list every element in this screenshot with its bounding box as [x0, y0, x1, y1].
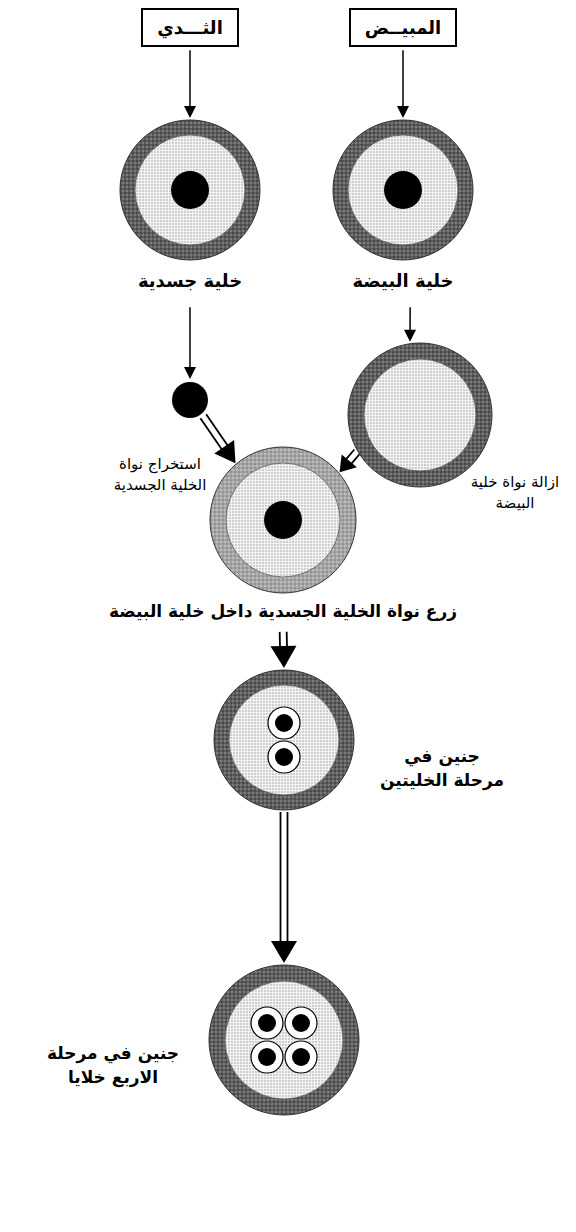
embryo-cell	[251, 1007, 283, 1039]
cell-membrane	[348, 343, 492, 487]
arrow	[397, 50, 409, 118]
cytoplasm	[135, 135, 245, 245]
nucleus	[171, 171, 209, 209]
arrow-head	[404, 330, 416, 342]
arrow-shaft	[189, 307, 191, 368]
arrow-head	[270, 646, 296, 668]
organ-box: الثـــدي	[141, 8, 239, 47]
arrow-head	[271, 941, 297, 963]
cell-node: زرع نواة الخلية الجسدية داخل خلية البيضة	[109, 445, 457, 624]
embryo-cell	[285, 1041, 317, 1073]
cell-node: جنين في مرحلة الخليتين	[212, 668, 507, 812]
arrow-shaft	[346, 449, 354, 459]
arrow-head	[184, 367, 196, 379]
arrow	[184, 50, 196, 118]
arrow-shaft	[286, 632, 288, 647]
cell-membrane	[120, 120, 260, 260]
arrow-head	[397, 106, 409, 118]
cell-membrane	[210, 447, 356, 593]
arrow-head	[214, 440, 235, 463]
nucleus	[275, 748, 293, 766]
cell-node: جنين في مرحلة الاربع خلايا	[43, 963, 361, 1117]
nucleus	[275, 714, 293, 732]
arrow-shaft	[409, 307, 411, 331]
arrow-shaft	[280, 812, 282, 942]
arrow-shaft	[189, 50, 191, 107]
cell-label: جنين في مرحلة الاربع خلايا	[43, 1042, 183, 1090]
cell-outline	[346, 341, 494, 489]
cell-label: خلية البيضة	[352, 268, 453, 293]
cell-node: خلية جسدية	[118, 118, 262, 293]
cell-outline	[207, 963, 361, 1117]
arrow-shaft	[279, 632, 281, 647]
double-arrow	[271, 812, 297, 963]
nucleus	[384, 171, 422, 209]
cell-node: خلية البيضة	[331, 118, 475, 293]
cell-outline	[331, 118, 475, 262]
embryo-cell	[268, 741, 300, 773]
cytoplasm	[225, 981, 343, 1099]
arrow-shaft	[206, 414, 227, 445]
nucleus-dot	[170, 380, 210, 420]
embryo-cell	[251, 1041, 283, 1073]
cell-membrane	[209, 965, 359, 1115]
cell-outline	[212, 668, 356, 812]
cytoplasm	[348, 135, 458, 245]
nucleus	[292, 1014, 310, 1032]
nucleus	[292, 1048, 310, 1066]
arrow-head	[184, 106, 196, 118]
cell-outline	[118, 118, 262, 262]
cytoplasm	[226, 463, 340, 577]
organ-label: الثـــدي	[157, 15, 223, 40]
arrow-shaft	[351, 454, 359, 464]
organ-label: المبيــض	[365, 15, 442, 40]
cell-outline	[208, 445, 358, 595]
nucleus	[172, 382, 208, 418]
cell-label: جنين في مرحلة الخليتين	[377, 745, 507, 793]
cell-membrane	[214, 670, 354, 810]
nucleus	[264, 501, 302, 539]
cell-label: ازالة نواة خلية البيضة	[465, 472, 565, 514]
cell-label: زرع نواة الخلية الجسدية داخل خلية البيضة	[109, 600, 457, 624]
embryo-cell	[268, 707, 300, 739]
double-arrow	[200, 414, 235, 463]
cell-label: خلية جسدية	[138, 268, 242, 293]
organ-box: المبيــض	[349, 8, 458, 47]
cell-label: استخراج نواة الخلية الجسدية	[108, 454, 213, 496]
arrow	[404, 307, 416, 342]
nucleus	[258, 1014, 276, 1032]
double-arrow	[270, 632, 296, 668]
nucleus	[258, 1048, 276, 1066]
arrow-head	[340, 454, 357, 472]
arrow-shaft	[402, 50, 404, 107]
double-arrow	[340, 449, 360, 472]
cell-membrane	[333, 120, 473, 260]
arrow	[184, 307, 196, 379]
arrow-shaft	[287, 812, 289, 942]
embryo-cell	[285, 1007, 317, 1039]
cell-node: استخراج نواة الخلية الجسدية	[108, 380, 213, 496]
cytoplasm	[364, 359, 476, 471]
cell-node: ازالة نواة خلية البيضة	[346, 341, 565, 514]
cytoplasm	[229, 685, 339, 795]
